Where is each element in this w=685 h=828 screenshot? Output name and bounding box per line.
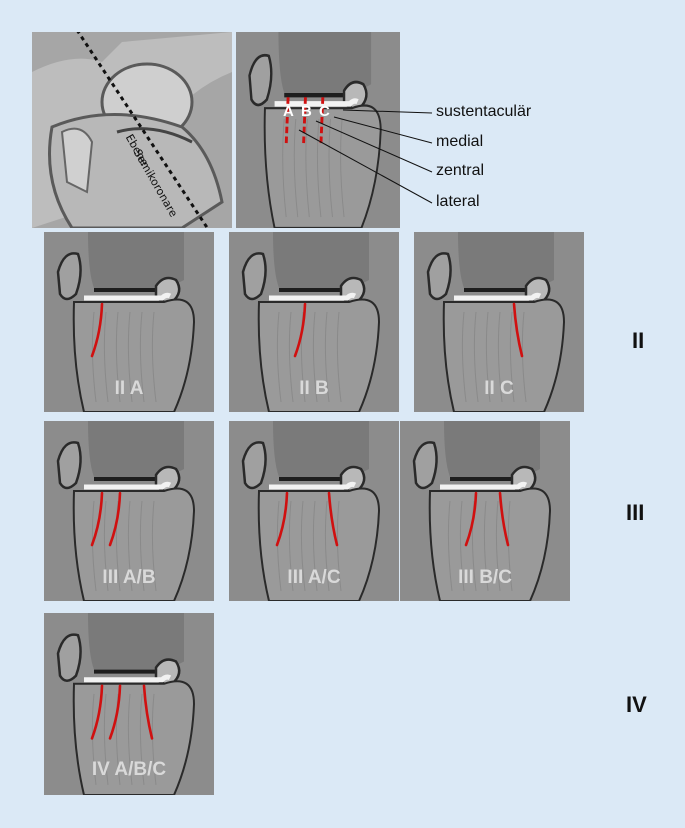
coronal-bone-image (236, 32, 400, 228)
fibula-shape (241, 252, 267, 301)
calcaneus-shape (72, 298, 196, 412)
calcaneus-shape (263, 104, 382, 228)
callout-sustentacular: sustentaculär (436, 103, 532, 120)
fracture-line-b (108, 491, 122, 547)
fracture-line-c (512, 302, 524, 358)
fracture-line-a (90, 684, 104, 740)
panel-label: III B/C (458, 567, 512, 588)
coronal-bone-image (229, 232, 399, 412)
column-letter-b: B (301, 103, 312, 120)
callout-lateral: lateral (436, 193, 480, 210)
calcaneus-shape (257, 487, 381, 601)
fracture-line-a (90, 302, 104, 358)
talus-shape (273, 232, 369, 288)
fracture-line-c (142, 684, 154, 740)
coronal-reference-panel (236, 32, 400, 228)
panel-iii-ac: III A/C (229, 421, 399, 601)
fracture-line-b (108, 684, 122, 740)
fracture-line-b (464, 491, 478, 547)
panel-iii-ab: III A/B (44, 421, 214, 601)
fracture-line-a (275, 491, 289, 547)
calcaneus-shape (72, 487, 196, 601)
coronal-bone-image (44, 421, 214, 601)
talus-shape (278, 32, 372, 93)
panel-label: III A/B (102, 567, 156, 588)
row-label-iii: III (626, 500, 645, 525)
talus-shape (88, 613, 184, 670)
calcaneus-shape (257, 298, 381, 412)
fibula-shape (248, 53, 273, 107)
panel-ii-c: II C (414, 232, 584, 412)
talus-shape (458, 232, 554, 288)
calcaneus-shape (72, 680, 196, 795)
calcaneus-shape (442, 298, 566, 412)
panel-iv-abc: IV A/B/C (44, 613, 214, 795)
sagittal-ct-image (32, 32, 232, 228)
panel-label: II C (484, 378, 514, 399)
reference-column-a (284, 97, 290, 146)
talus-shape (88, 232, 184, 288)
panel-label: III A/C (287, 567, 341, 588)
row-label-ii: II (632, 328, 645, 353)
fracture-line-c (327, 491, 339, 547)
column-letter-a: A (283, 103, 294, 120)
callout-zentral: zentral (436, 162, 485, 179)
coronal-bone-image (44, 232, 214, 412)
panel-label: IV A/B/C (91, 759, 167, 780)
panel-label: II B (299, 378, 329, 399)
talus-shape (444, 421, 540, 477)
talus-shape (88, 421, 184, 477)
coronal-bone-image (229, 421, 399, 601)
panel-ii-b: II B (229, 232, 399, 412)
coronal-bone-image (400, 421, 570, 601)
talus-shape (273, 421, 369, 477)
fibula-shape (56, 252, 82, 301)
fibula-shape (241, 441, 267, 490)
fibula-shape (56, 441, 82, 490)
calcaneus-shape (428, 487, 552, 601)
column-letter-c: C (319, 103, 330, 120)
panel-iii-bc: III B/C (400, 421, 570, 601)
coronal-bone-image (414, 232, 584, 412)
panel-ii-a: II A (44, 232, 214, 412)
row-label-iv: IV (626, 692, 647, 717)
panel-label: II A (114, 378, 144, 399)
callout-medial: medial (436, 133, 484, 150)
fibula-shape (56, 633, 82, 682)
fracture-line-b (293, 302, 307, 358)
sagittal-ct-panel: Semikoronare Ebene (32, 32, 232, 228)
fracture-line-c (498, 491, 510, 547)
coronal-bone-image (44, 613, 214, 795)
fibula-shape (426, 252, 452, 301)
fracture-line-a (90, 491, 104, 547)
fibula-shape (412, 441, 438, 490)
